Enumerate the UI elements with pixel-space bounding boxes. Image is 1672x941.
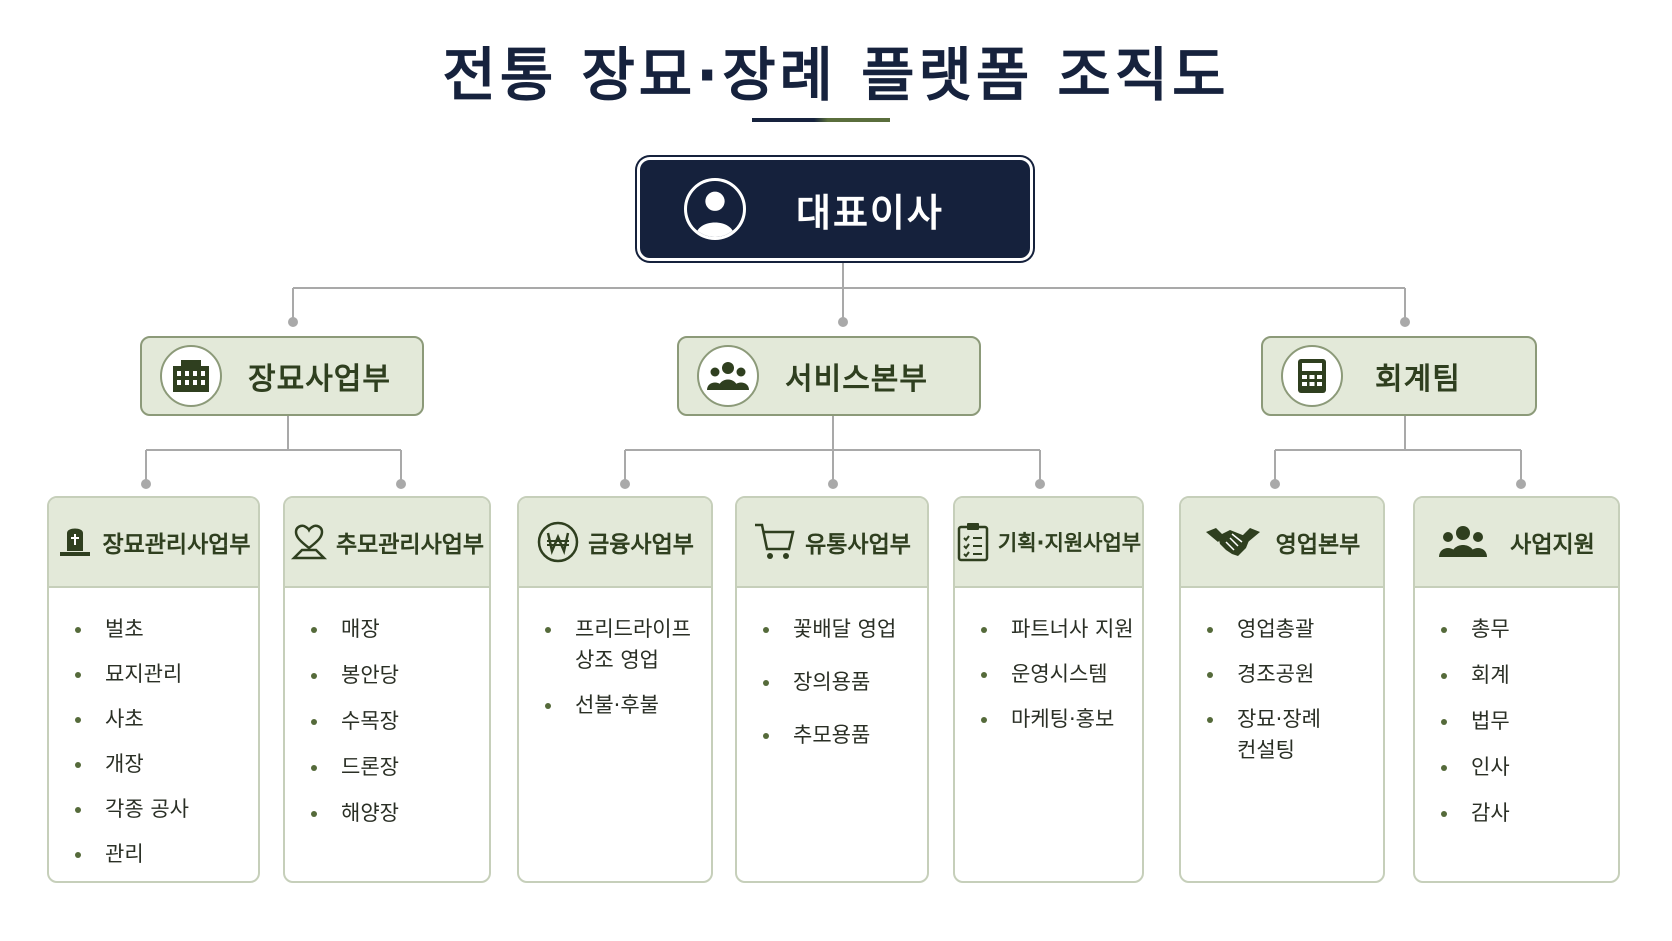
team-card-finance[interactable]: 금융사업부 프리드라이프 상조 영업 선불·후불 <box>517 496 713 883</box>
list-item: 해양장 <box>311 798 489 829</box>
list-item: 총무 <box>1441 614 1618 645</box>
list-item: 프리드라이프 상조 영업 <box>545 614 711 676</box>
list-item: 경조공원 <box>1207 659 1383 690</box>
list-item: 드론장 <box>311 752 489 783</box>
list-item: 선불·후불 <box>545 690 711 721</box>
list-item: 관리 <box>75 839 258 870</box>
list-item: 장의용품 <box>763 667 927 698</box>
title-underline <box>752 118 890 122</box>
ceo-box[interactable]: 대표이사 <box>640 160 1030 258</box>
people-icon <box>697 345 759 407</box>
list-item: 개장 <box>75 749 258 780</box>
team-card-business-support[interactable]: 사업지원 총무 회계 법무 인사 감사 <box>1413 496 1620 883</box>
clipboard-icon <box>956 521 990 563</box>
card-list: 총무 회계 법무 인사 감사 <box>1415 588 1618 829</box>
connector-dot <box>828 479 838 489</box>
team-card-memorial[interactable]: 추모관리사업부 매장 봉안당 수목장 드론장 해양장 <box>283 496 491 883</box>
team-icon <box>1438 525 1488 559</box>
connector-dot <box>288 317 298 327</box>
connector-dot <box>141 479 151 489</box>
connector-dot <box>1516 479 1526 489</box>
team-card-distribution[interactable]: 유통사업부 꽃배달 영업 장의용품 추모용품 <box>735 496 929 883</box>
list-item: 인사 <box>1441 752 1618 783</box>
list-item: 수목장 <box>311 706 489 737</box>
heart-pin-icon <box>290 522 328 562</box>
dept-label: 장묘사업부 <box>248 362 391 397</box>
connector-dot <box>1035 479 1045 489</box>
card-header: 금융사업부 <box>519 498 711 588</box>
list-item: 봉안당 <box>311 660 489 691</box>
won-icon <box>536 520 580 564</box>
dept-service[interactable]: 서비스본부 <box>677 336 981 416</box>
list-item: 매장 <box>311 614 489 645</box>
dept-jangmyo[interactable]: 장묘사업부 <box>140 336 424 416</box>
list-item: 장묘·장례 컨설팅 <box>1207 704 1383 766</box>
connector-dot <box>1270 479 1280 489</box>
list-item: 법무 <box>1441 706 1618 737</box>
card-header: 영업본부 <box>1181 498 1383 588</box>
connector-dot <box>1400 317 1410 327</box>
card-list: 벌초 묘지관리 사초 개장 각종 공사 관리 <box>49 588 258 870</box>
connector-dot <box>620 479 630 489</box>
list-item: 마케팅·홍보 <box>981 704 1142 735</box>
team-card-planning[interactable]: 기획·지원사업부 파트너사 지원 운영시스템 마케팅·홍보 <box>953 496 1144 883</box>
card-title: 영업본부 <box>1275 532 1361 558</box>
list-item: 영업총괄 <box>1207 614 1383 645</box>
list-item: 꽃배달 영업 <box>763 614 927 645</box>
card-header: 추모관리사업부 <box>285 498 489 588</box>
dept-label: 서비스본부 <box>785 362 928 397</box>
card-title: 사업지원 <box>1510 532 1595 558</box>
card-title: 추모관리사업부 <box>335 532 485 558</box>
list-item: 파트너사 지원 <box>981 614 1142 645</box>
team-card-sales[interactable]: 영업본부 영업총괄 경조공원 장묘·장례 컨설팅 <box>1179 496 1385 883</box>
calculator-icon <box>1281 345 1343 407</box>
dept-accounting[interactable]: 회계팀 <box>1261 336 1537 416</box>
card-header: 기획·지원사업부 <box>955 498 1142 588</box>
card-title: 장묘관리사업부 <box>102 532 251 558</box>
connector-dot <box>396 479 406 489</box>
list-item: 추모용품 <box>763 720 927 751</box>
connector-dot <box>838 317 848 327</box>
cart-icon <box>753 521 797 563</box>
card-title: 유통사업부 <box>805 532 911 558</box>
card-list: 파트너사 지원 운영시스템 마케팅·홍보 <box>955 588 1142 735</box>
card-title: 금융사업부 <box>588 532 694 558</box>
list-item: 감사 <box>1441 798 1618 829</box>
team-card-jangmyo-mgmt[interactable]: 장묘관리사업부 벌초 묘지관리 사초 개장 각종 공사 관리 <box>47 496 260 883</box>
user-icon <box>684 178 746 240</box>
card-list: 영업총괄 경조공원 장묘·장례 컨설팅 <box>1181 588 1383 766</box>
list-item: 각종 공사 <box>75 794 258 825</box>
ceo-label: 대표이사 <box>796 190 944 235</box>
card-header: 유통사업부 <box>737 498 927 588</box>
list-item: 묘지관리 <box>75 659 258 690</box>
list-item: 사초 <box>75 704 258 735</box>
card-list: 꽃배달 영업 장의용품 추모용품 <box>737 588 927 751</box>
card-list: 매장 봉안당 수목장 드론장 해양장 <box>285 588 489 829</box>
list-item: 벌초 <box>75 614 258 645</box>
tombstone-icon <box>56 523 94 561</box>
list-item: 회계 <box>1441 660 1618 691</box>
building-icon <box>160 345 222 407</box>
card-title: 기획·지원사업부 <box>997 531 1142 555</box>
list-item: 운영시스템 <box>981 659 1142 690</box>
card-header: 사업지원 <box>1415 498 1618 588</box>
page-title: 전통 장묘·장례 플랫폼 조직도 <box>442 41 1230 109</box>
card-list: 프리드라이프 상조 영업 선불·후불 <box>519 588 711 721</box>
dept-label: 회계팀 <box>1375 362 1461 397</box>
handshake-icon <box>1204 524 1262 560</box>
card-header: 장묘관리사업부 <box>49 498 258 588</box>
